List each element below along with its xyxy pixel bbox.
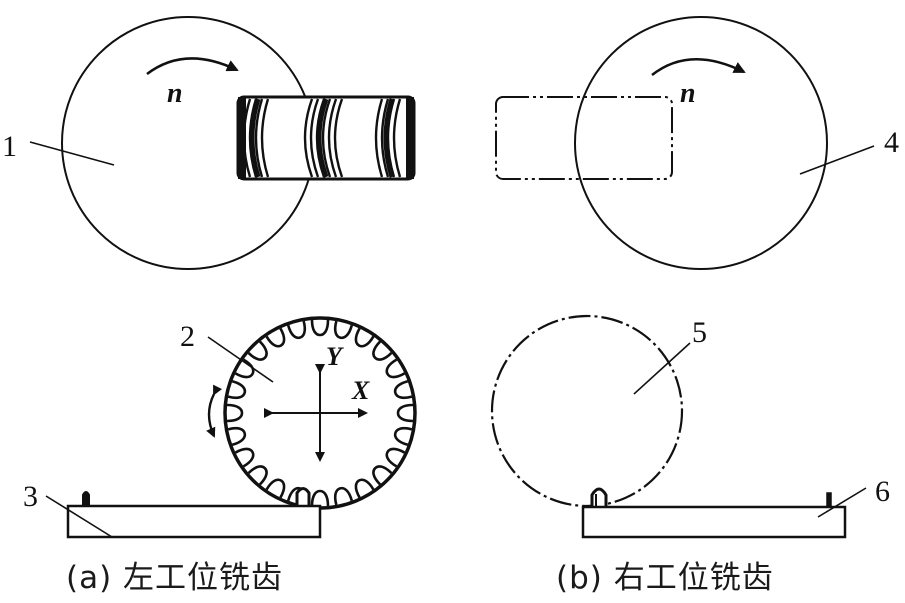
axis-label-y: Y [326,342,342,371]
part-label-2: 2 [180,320,195,353]
worktable-6-right [581,487,867,539]
caption-panel-b: (b) 右工位铣齿 [556,560,774,596]
leader-line-3 [45,495,113,538]
leader-line-2 [207,336,274,383]
rotation-symbol-n-left: n [167,78,183,109]
leader-line-5 [633,342,691,395]
part-label-1: 1 [2,130,17,163]
worktable-3-left [45,491,322,539]
part-label-6: 6 [875,475,890,508]
rotation-arrow-icon [651,57,746,76]
rotation-arrow-icon [146,57,239,75]
part-label-3: 3 [23,480,38,513]
workpiece-cylinder-left [236,95,416,181]
axis-label-x: X [352,376,370,405]
swing-arrow-icon [206,384,223,438]
leader-line-4 [799,145,875,175]
rotation-symbol-n-right: n [680,78,696,109]
workpiece-outline-right [495,96,673,180]
leader-line-6 [817,487,867,518]
part-label-4: 4 [884,126,899,159]
caption-panel-a: (a) 左工位铣齿 [66,560,284,596]
gear-2-left [5,0,417,510]
wheel-4-right [574,16,875,270]
gear-5-right [490,314,691,508]
part-label-5: 5 [692,316,707,349]
leader-line-1 [29,141,115,166]
